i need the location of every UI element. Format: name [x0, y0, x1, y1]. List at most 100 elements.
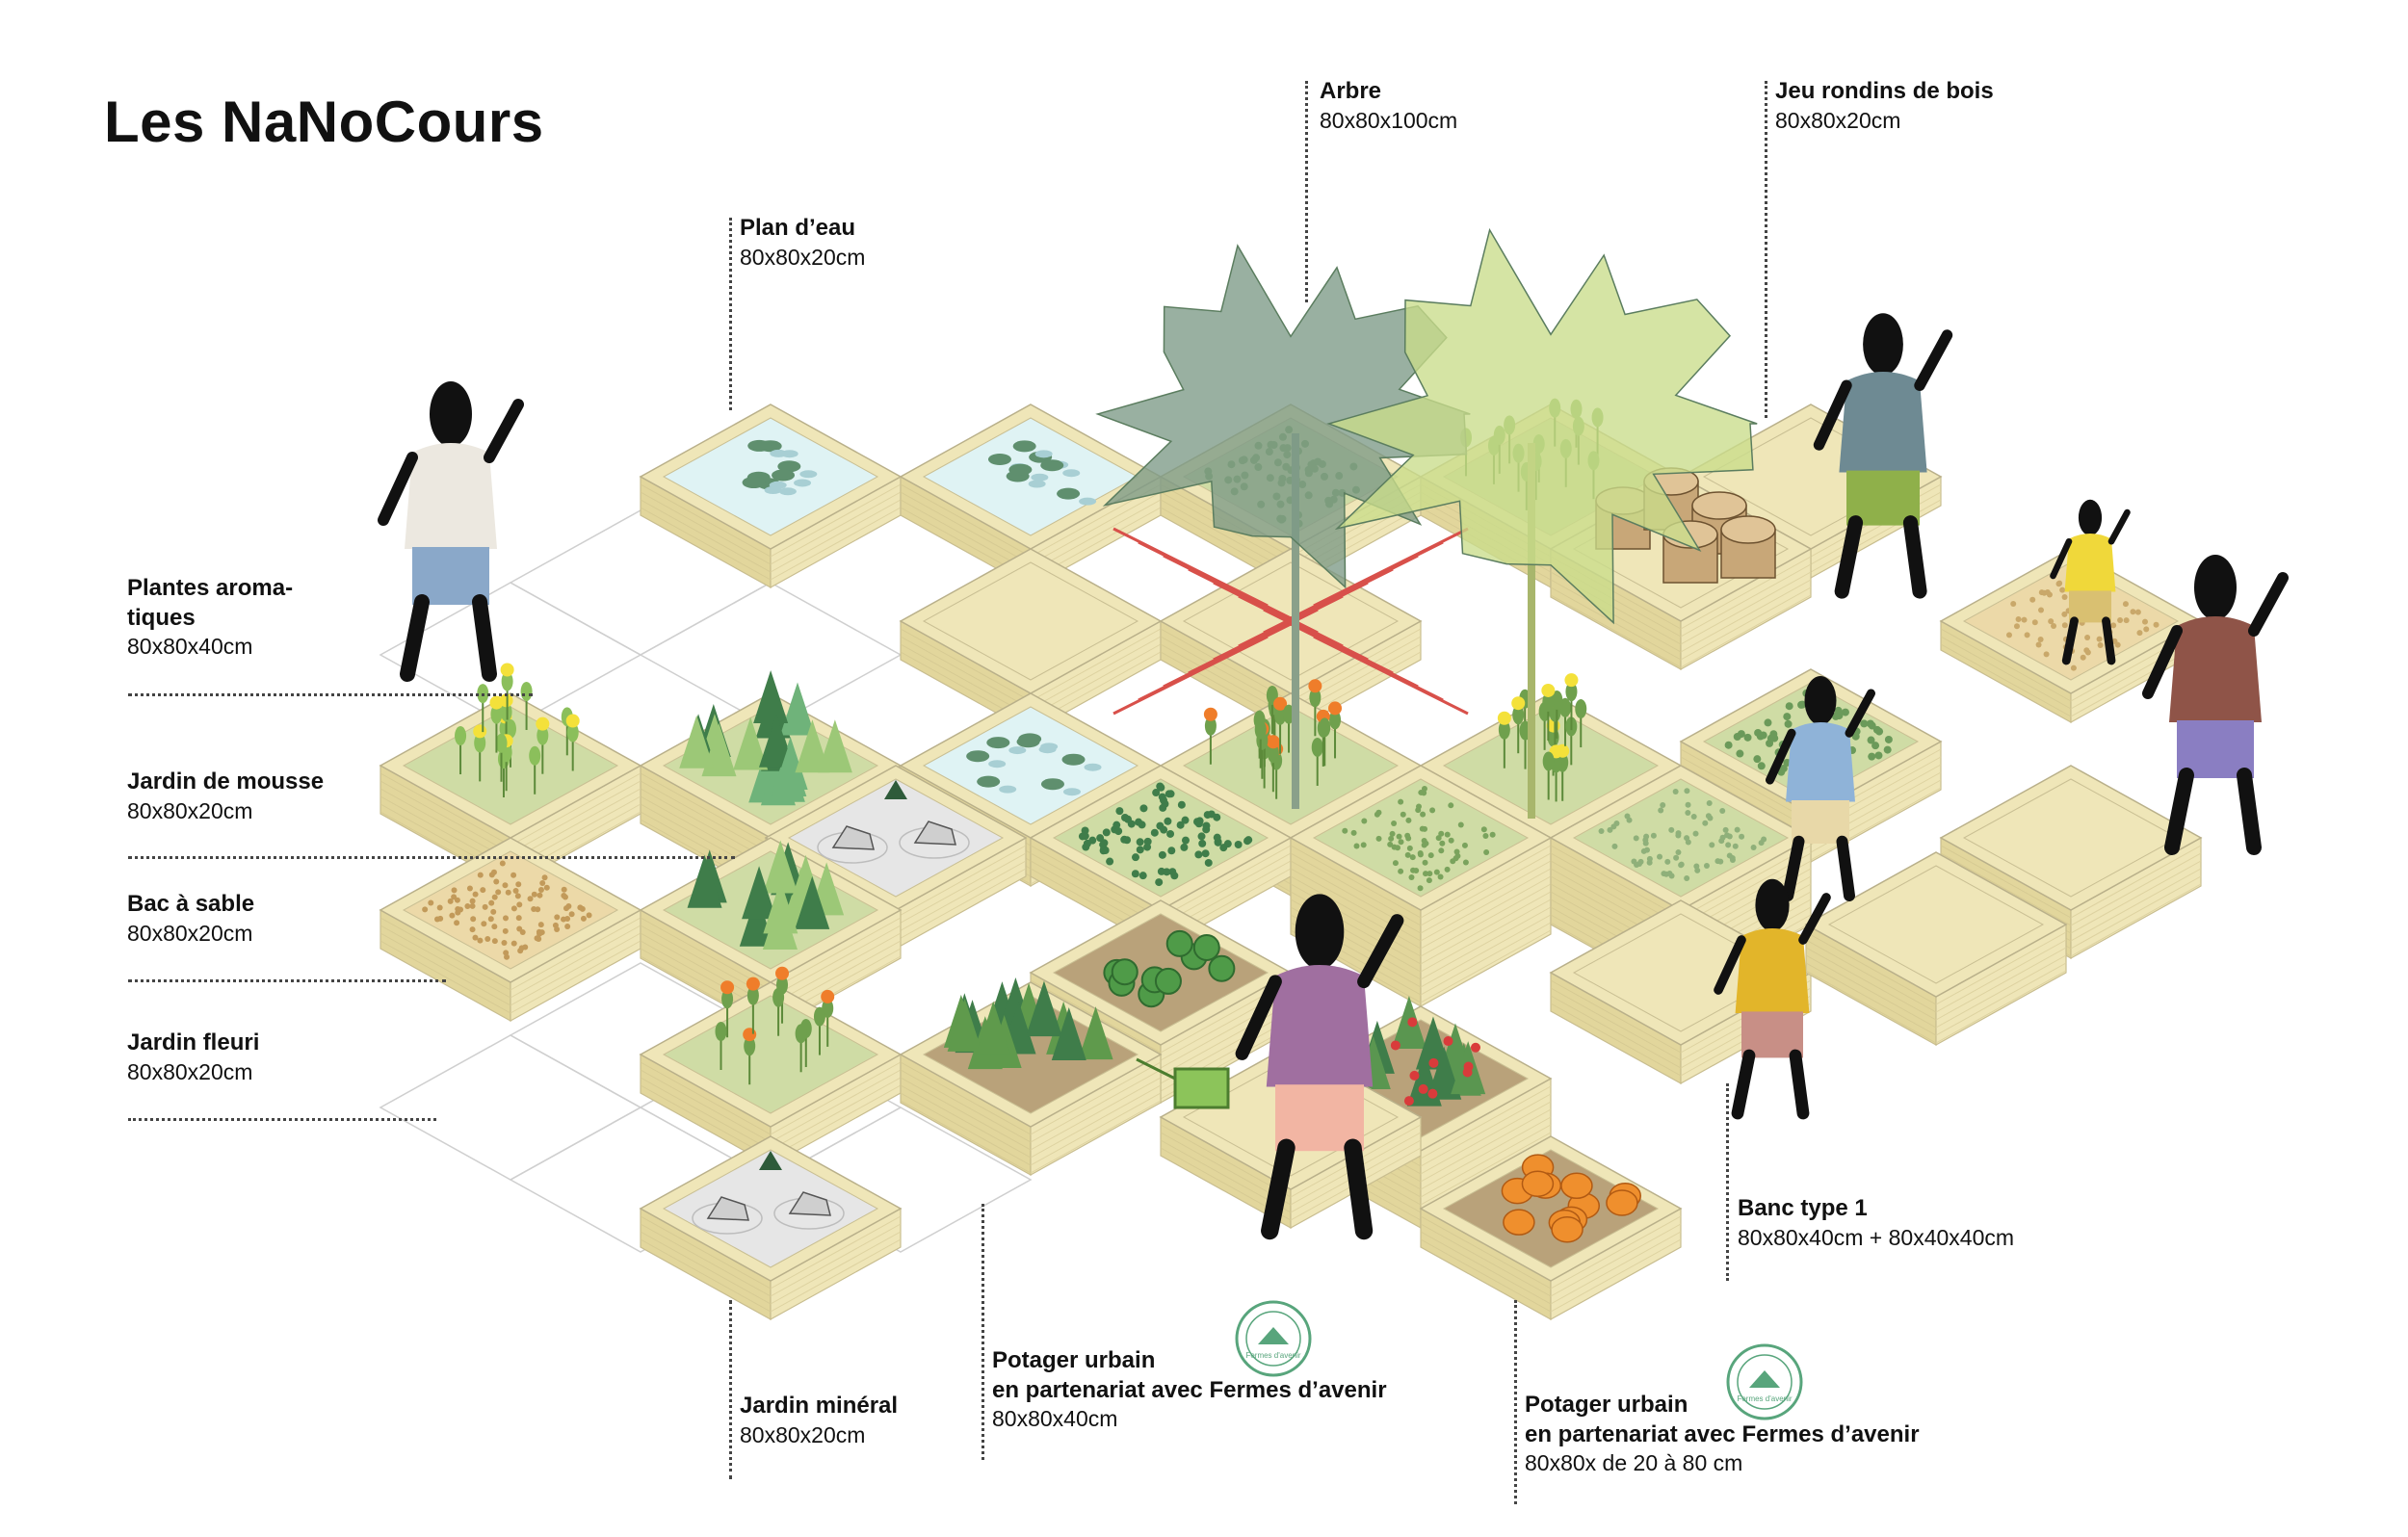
- label-arbre-dim: 80x80x100cm: [1320, 107, 1458, 133]
- fish: [1084, 763, 1102, 771]
- texture-dot: [531, 906, 537, 913]
- label-jardin-fleuri-title: Jardin fleuri: [127, 1029, 260, 1055]
- texture-dot: [1637, 858, 1644, 865]
- plant-leaf: [566, 722, 579, 742]
- texture-dot: [1633, 835, 1639, 842]
- bush: [795, 719, 830, 773]
- plank-line: [770, 483, 902, 558]
- texture-dot: [1166, 790, 1175, 798]
- bush: [687, 854, 722, 908]
- texture-dot: [2024, 632, 2030, 638]
- logo-text: Fermes d'avenir: [1245, 1351, 1300, 1360]
- label-jardin-mineral-dim: 80x80x20cm: [740, 1421, 866, 1447]
- texture-dot: [1664, 858, 1671, 865]
- plank-line: [2070, 860, 2202, 934]
- plank-line: [1550, 1215, 1682, 1290]
- plank-line: [1420, 1108, 1552, 1183]
- cabbage: [1208, 954, 1236, 982]
- plant-leaf: [1254, 719, 1267, 740]
- plank-line: [1030, 1092, 1162, 1166]
- label-potager-2-title-2: en partenariat avec Fermes d’avenir: [1525, 1420, 1920, 1447]
- texture-dot: [1418, 789, 1425, 795]
- head: [1804, 676, 1837, 725]
- fermes-davenir-logo-2: Fermes d'avenir: [1726, 1343, 1803, 1420]
- texture-dot: [1883, 745, 1892, 754]
- texture-dot: [1158, 850, 1166, 859]
- plank-line: [1160, 845, 1292, 919]
- texture-dot: [1672, 789, 1679, 795]
- leader-potager-1: [982, 1204, 984, 1460]
- trees: [1095, 227, 1758, 819]
- plank-line: [1420, 852, 1552, 926]
- lily-pad: [742, 477, 766, 489]
- texture-dot: [2037, 636, 2044, 642]
- plank-line: [900, 1092, 1032, 1166]
- texture-dot: [2130, 609, 2136, 615]
- bush: [947, 998, 982, 1052]
- plank-line: [2070, 883, 2202, 957]
- texture-dot: [1766, 739, 1774, 747]
- texture-dot: [2134, 609, 2141, 615]
- plank-line: [1290, 852, 1422, 926]
- texture-dot: [1156, 782, 1165, 791]
- texture-dot: [1204, 858, 1213, 867]
- texture-dot: [1166, 829, 1175, 838]
- texture-dot: [2055, 581, 2062, 587]
- bush: [1026, 980, 1061, 1034]
- texture-dot: [1685, 810, 1691, 817]
- texture-dot: [1733, 733, 1741, 742]
- label-potager-1-title-2: en partenariat avec Fermes d’avenir: [992, 1376, 1387, 1403]
- texture-dot: [537, 922, 544, 928]
- texture-dot: [1692, 830, 1699, 837]
- texture-dot: [2021, 616, 2028, 623]
- texture-dot: [503, 915, 510, 922]
- texture-dot: [1482, 832, 1489, 839]
- flower-head: [536, 716, 550, 731]
- lily-pad: [1012, 440, 1036, 453]
- texture-dot: [1413, 867, 1420, 873]
- texture-dot: [2070, 664, 2077, 671]
- lily-pad: [986, 737, 1010, 749]
- feet: [400, 594, 497, 682]
- head: [2078, 499, 2103, 536]
- partner-logos: Fermes d'avenir Fermes d'avenir: [1235, 1300, 1803, 1420]
- plant-leaf: [1274, 705, 1287, 725]
- label-potager-1-dim: 80x80x40cm: [992, 1406, 1118, 1432]
- planter-plan-eau-2: [899, 404, 1163, 589]
- person-child-sand: [2050, 499, 2131, 665]
- plank-line: [770, 1061, 902, 1135]
- plank-line: [1030, 636, 1162, 710]
- planter-potager-rows: [899, 977, 1163, 1177]
- texture-dot: [1657, 853, 1663, 860]
- texture-dot: [531, 891, 537, 898]
- label-arbre-title: Arbre: [1320, 78, 1382, 104]
- texture-dot: [1684, 788, 1690, 795]
- planter-bac-sable: [379, 837, 642, 1023]
- texture-dot: [1797, 700, 1806, 709]
- plant-leaf: [744, 1036, 756, 1056]
- texture-dot: [2153, 621, 2159, 628]
- label-jeu-rondins-title: Jeu rondins de bois: [1775, 78, 1994, 104]
- planter-surface: [662, 1149, 879, 1268]
- texture-dot: [1408, 874, 1415, 881]
- texture-dot: [503, 950, 510, 956]
- texture-dot: [1702, 820, 1709, 826]
- texture-dot: [1750, 844, 1757, 850]
- label-jeu-rondins-dim: 80x80x20cm: [1775, 107, 1901, 133]
- pumpkin: [1560, 1172, 1593, 1200]
- plank-line: [770, 499, 902, 573]
- texture-dot: [1194, 820, 1203, 828]
- texture-dot: [2080, 654, 2086, 661]
- plank-line: [1030, 1061, 1162, 1135]
- plank-line: [770, 1084, 902, 1159]
- texture-dot: [2096, 636, 2103, 642]
- arms: [1235, 914, 1404, 1060]
- head: [1295, 894, 1345, 970]
- planter-moss-mid: [1029, 765, 1293, 951]
- texture-dot: [2143, 626, 2150, 633]
- arms: [2142, 572, 2289, 699]
- feet: [1782, 835, 1855, 901]
- texture-dot: [1675, 849, 1682, 856]
- texture-dot: [470, 916, 477, 923]
- texture-dot: [1631, 858, 1637, 865]
